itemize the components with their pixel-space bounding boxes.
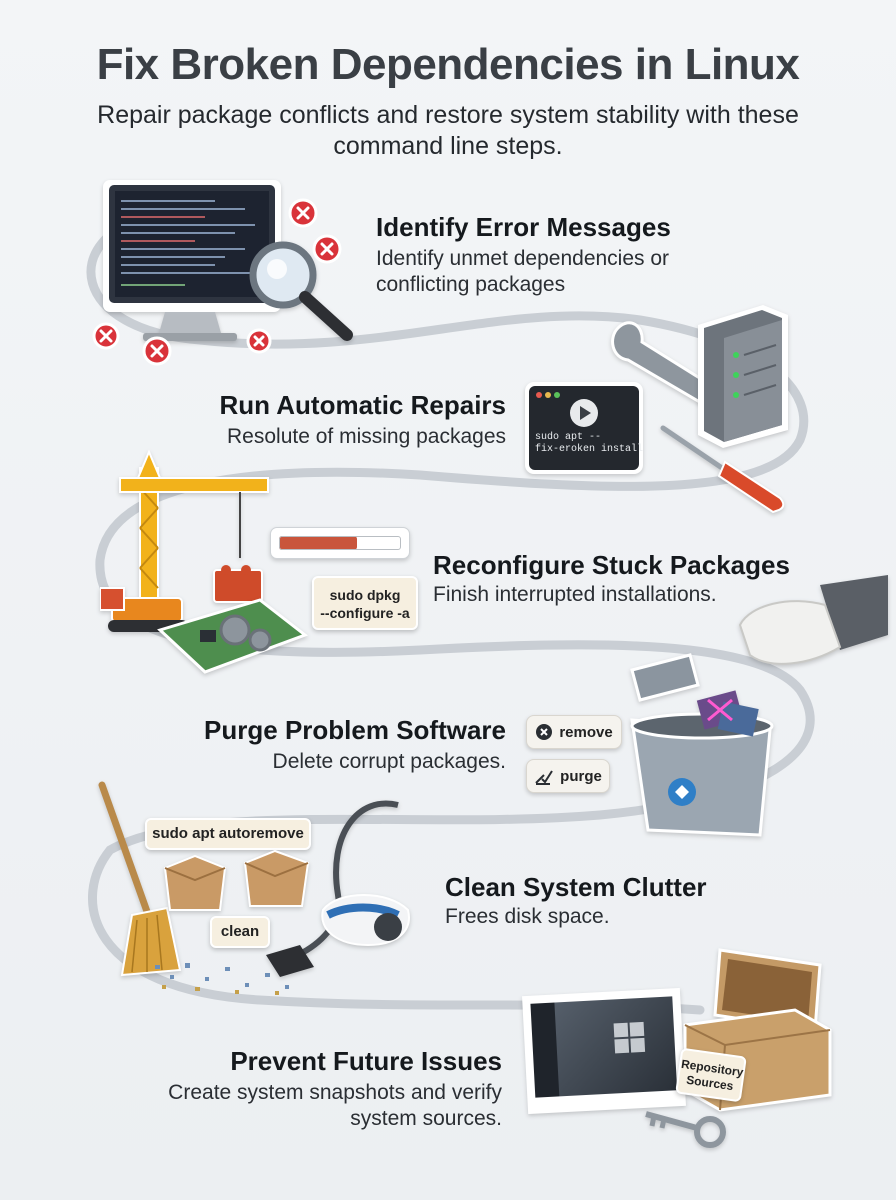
step-1-title: Identify Error Messages — [376, 212, 671, 242]
apt-fix-command: sudo apt -- fix-eroken install — [535, 432, 644, 455]
broom-icon — [98, 781, 182, 977]
progress-bar — [270, 527, 410, 559]
error-icon — [246, 328, 272, 354]
step-5-title: Clean System Clutter — [445, 872, 707, 902]
crane-illustration — [100, 449, 269, 632]
trash-bin-icon — [630, 653, 774, 837]
desktop-snapshot-photo — [522, 987, 686, 1115]
step-3-title: Reconfigure Stuck Packages — [433, 550, 790, 580]
error-icon — [142, 336, 172, 366]
autoremove-label: sudo apt autoremove — [145, 818, 311, 850]
step-2-title: Run Automatic Repairs — [219, 390, 506, 420]
cardboard-boxes-icon — [163, 849, 310, 911]
windows-logo-icon — [613, 1021, 646, 1054]
server-tower-icon — [698, 305, 788, 448]
dpkg-configure-label: sudo dpkg --configure -a — [312, 576, 418, 630]
vacuum-cleaner-icon — [266, 800, 410, 977]
scattered-debris — [155, 963, 289, 995]
purge-button[interactable]: purge — [526, 759, 610, 793]
circuit-board-gears-icon — [157, 598, 309, 674]
page-title: Fix Broken Dependencies in Linux — [96, 40, 800, 89]
step-4-description: Delete corrupt packages. — [272, 750, 506, 773]
step-3-description: Finish interrupted installations. — [433, 583, 717, 606]
step-1-description: Identify unmet dependencies or conflicti… — [376, 247, 670, 296]
screwdriver-icon — [660, 425, 785, 514]
computer-monitor-illustration — [103, 180, 353, 341]
play-icon — [570, 399, 598, 427]
error-icon — [92, 322, 120, 350]
remove-button-label: remove — [559, 723, 613, 741]
error-icon — [312, 234, 342, 264]
repository-sources-label: Repository Sources — [675, 1047, 747, 1103]
page-subtitle: Repair package conflicts and restore sys… — [97, 101, 799, 160]
step-6-description: Create system snapshots and verify syste… — [168, 1081, 502, 1130]
error-icon — [288, 198, 318, 228]
close-circle-icon — [536, 724, 553, 740]
key-icon — [645, 1111, 726, 1148]
window-controls-icon — [536, 392, 560, 398]
step-4-title: Purge Problem Software — [204, 715, 506, 745]
clean-label: clean — [210, 916, 270, 948]
step-6-title: Prevent Future Issues — [230, 1046, 502, 1076]
terminal-window: sudo apt -- fix-eroken install — [525, 382, 643, 474]
remove-button[interactable]: remove — [526, 715, 622, 749]
step-2-description: Resolute of missing packages — [227, 425, 506, 448]
red-brick-icon — [213, 565, 263, 603]
gloved-hand-icon — [738, 575, 888, 665]
broom-check-icon — [535, 770, 553, 785]
progress-bar-fill — [279, 536, 357, 550]
step-5-description: Frees disk space. — [445, 905, 610, 928]
purge-button-label: purge — [560, 767, 602, 785]
